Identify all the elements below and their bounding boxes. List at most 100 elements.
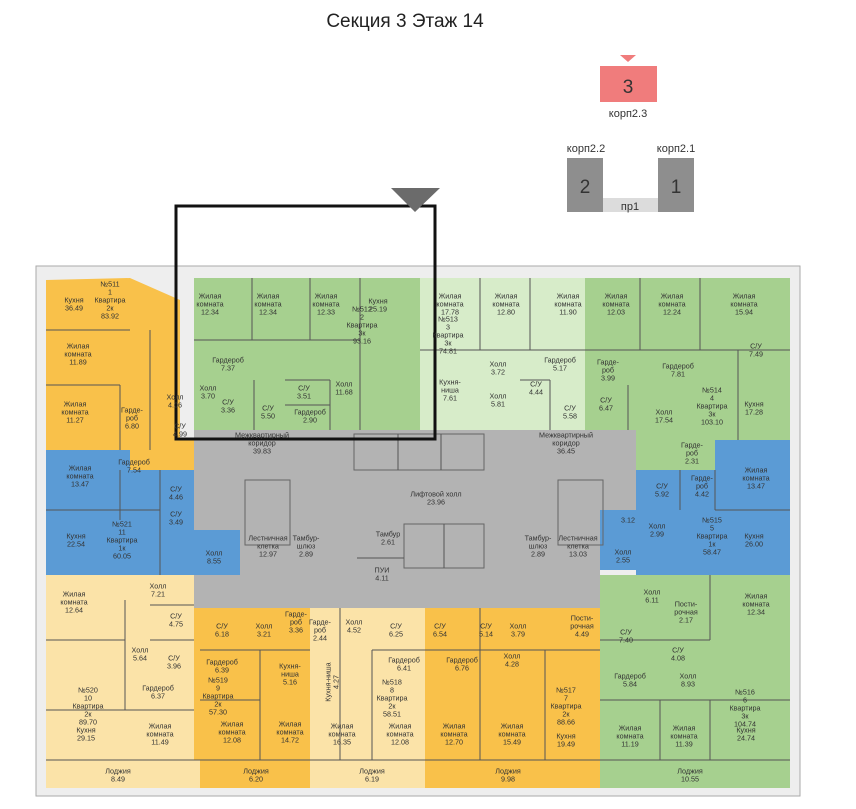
room-label-line: Кухня	[736, 726, 755, 735]
room-label-line: Жилая	[443, 722, 466, 731]
zone-apartment-513[interactable]	[420, 278, 585, 430]
room-label-line: Кухня	[556, 732, 575, 741]
room-label-line: 12.34	[747, 608, 765, 617]
room-label-line: Жилая	[439, 292, 462, 301]
room-label-line: 6.54	[433, 630, 447, 639]
room-label-line: шлюз	[297, 542, 316, 551]
room-label-vertical-line: Кухня-ниша	[324, 662, 333, 701]
room-label-line: Холл	[167, 393, 184, 402]
room-label-line: Холл	[346, 618, 363, 627]
room-label-line: Лоджия	[359, 767, 385, 776]
room-label-line: 2.61	[381, 538, 395, 547]
room-label-line: Холл	[510, 622, 527, 631]
room-label-line: С/У	[216, 622, 228, 631]
apartment-label-a521-line: 60.05	[113, 552, 131, 561]
current-section-block[interactable]	[600, 66, 657, 102]
apartment-zones	[46, 278, 790, 788]
apartment-label-a515-line: 5	[710, 524, 714, 533]
room-label-line: ниша	[441, 386, 459, 395]
room-label-line: Жилая	[501, 722, 524, 731]
room-label-line: комната	[312, 300, 339, 309]
room-label-line: комната	[276, 728, 303, 737]
room-label-line: 36.49	[65, 304, 83, 313]
room-label: С/У3.96	[167, 654, 181, 671]
korpus-b-block[interactable]	[658, 158, 694, 212]
selected-apartment-frame[interactable]	[174, 204, 437, 441]
room-label-line: С/У	[600, 396, 612, 405]
zone-apartment-521[interactable]	[46, 450, 240, 575]
room-label-line: рочная	[570, 622, 594, 631]
apartment-label-a521-line: 1к	[118, 544, 126, 553]
room-label-line: 6.80	[125, 422, 139, 431]
room-label-line: 7.40	[619, 636, 633, 645]
room-label-line: Кухня	[368, 297, 387, 306]
zone-loggia-519	[200, 760, 310, 788]
zone-apartment-518[interactable]	[310, 608, 425, 760]
zone-apartment-520[interactable]	[46, 575, 194, 760]
room-label-line: 25.19	[369, 305, 387, 314]
room-label-line: 12.34	[201, 308, 219, 317]
korpus-a-block[interactable]	[567, 158, 603, 212]
zone-apartment-516[interactable]	[600, 575, 790, 760]
room-label-line: 8.55	[207, 557, 221, 566]
room-label-line: Жилая	[745, 592, 768, 601]
room-label-line: Кухня	[76, 726, 95, 735]
zone-apartment-519[interactable]	[194, 608, 310, 760]
zone-loggia-517	[425, 760, 600, 788]
zone-apartment-512[interactable]	[194, 278, 420, 430]
room-label-line: 17.54	[655, 416, 673, 425]
apartment-label-a515-line: 1к	[708, 540, 716, 549]
room-label-line: 3.51	[297, 392, 311, 401]
current-section-number: 3	[623, 77, 634, 98]
room-label-line: комната	[554, 300, 581, 309]
passage-block	[603, 198, 658, 212]
apartment-label-a518-line: Квартира	[376, 694, 407, 703]
room-label-line: Жилая	[495, 292, 518, 301]
room-label-line: Гардероб	[446, 656, 478, 665]
room-label-line: Холл	[644, 588, 661, 597]
zone-apartment-515[interactable]	[600, 440, 790, 575]
apartment-label-a517-line: №517	[556, 686, 576, 695]
room-label-line: 3.12	[621, 516, 635, 525]
room-label-line: 5.64	[133, 654, 147, 663]
room-label-line: С/У	[168, 654, 180, 663]
apartment-label-a518-line: №518	[382, 678, 402, 687]
apartment-label-a519-line: 2к	[214, 700, 222, 709]
room-label-line: 4.52	[347, 626, 361, 635]
room-label-line: 36.45	[557, 447, 575, 456]
room-label: 3.12	[621, 516, 635, 525]
room-label-line: 5.16	[283, 678, 297, 687]
zone-loggia-516	[600, 760, 790, 788]
zone-apartment-517[interactable]	[425, 608, 600, 760]
apartment-label-a516-line: 104.74	[734, 720, 756, 729]
room-label-line: 11.68	[335, 388, 352, 397]
zone-apartment-514[interactable]	[585, 278, 790, 470]
zone-apartment-511[interactable]	[46, 278, 194, 470]
room-label-line: Межквартирный	[235, 431, 289, 440]
room-label-line: 22.54	[67, 540, 85, 549]
